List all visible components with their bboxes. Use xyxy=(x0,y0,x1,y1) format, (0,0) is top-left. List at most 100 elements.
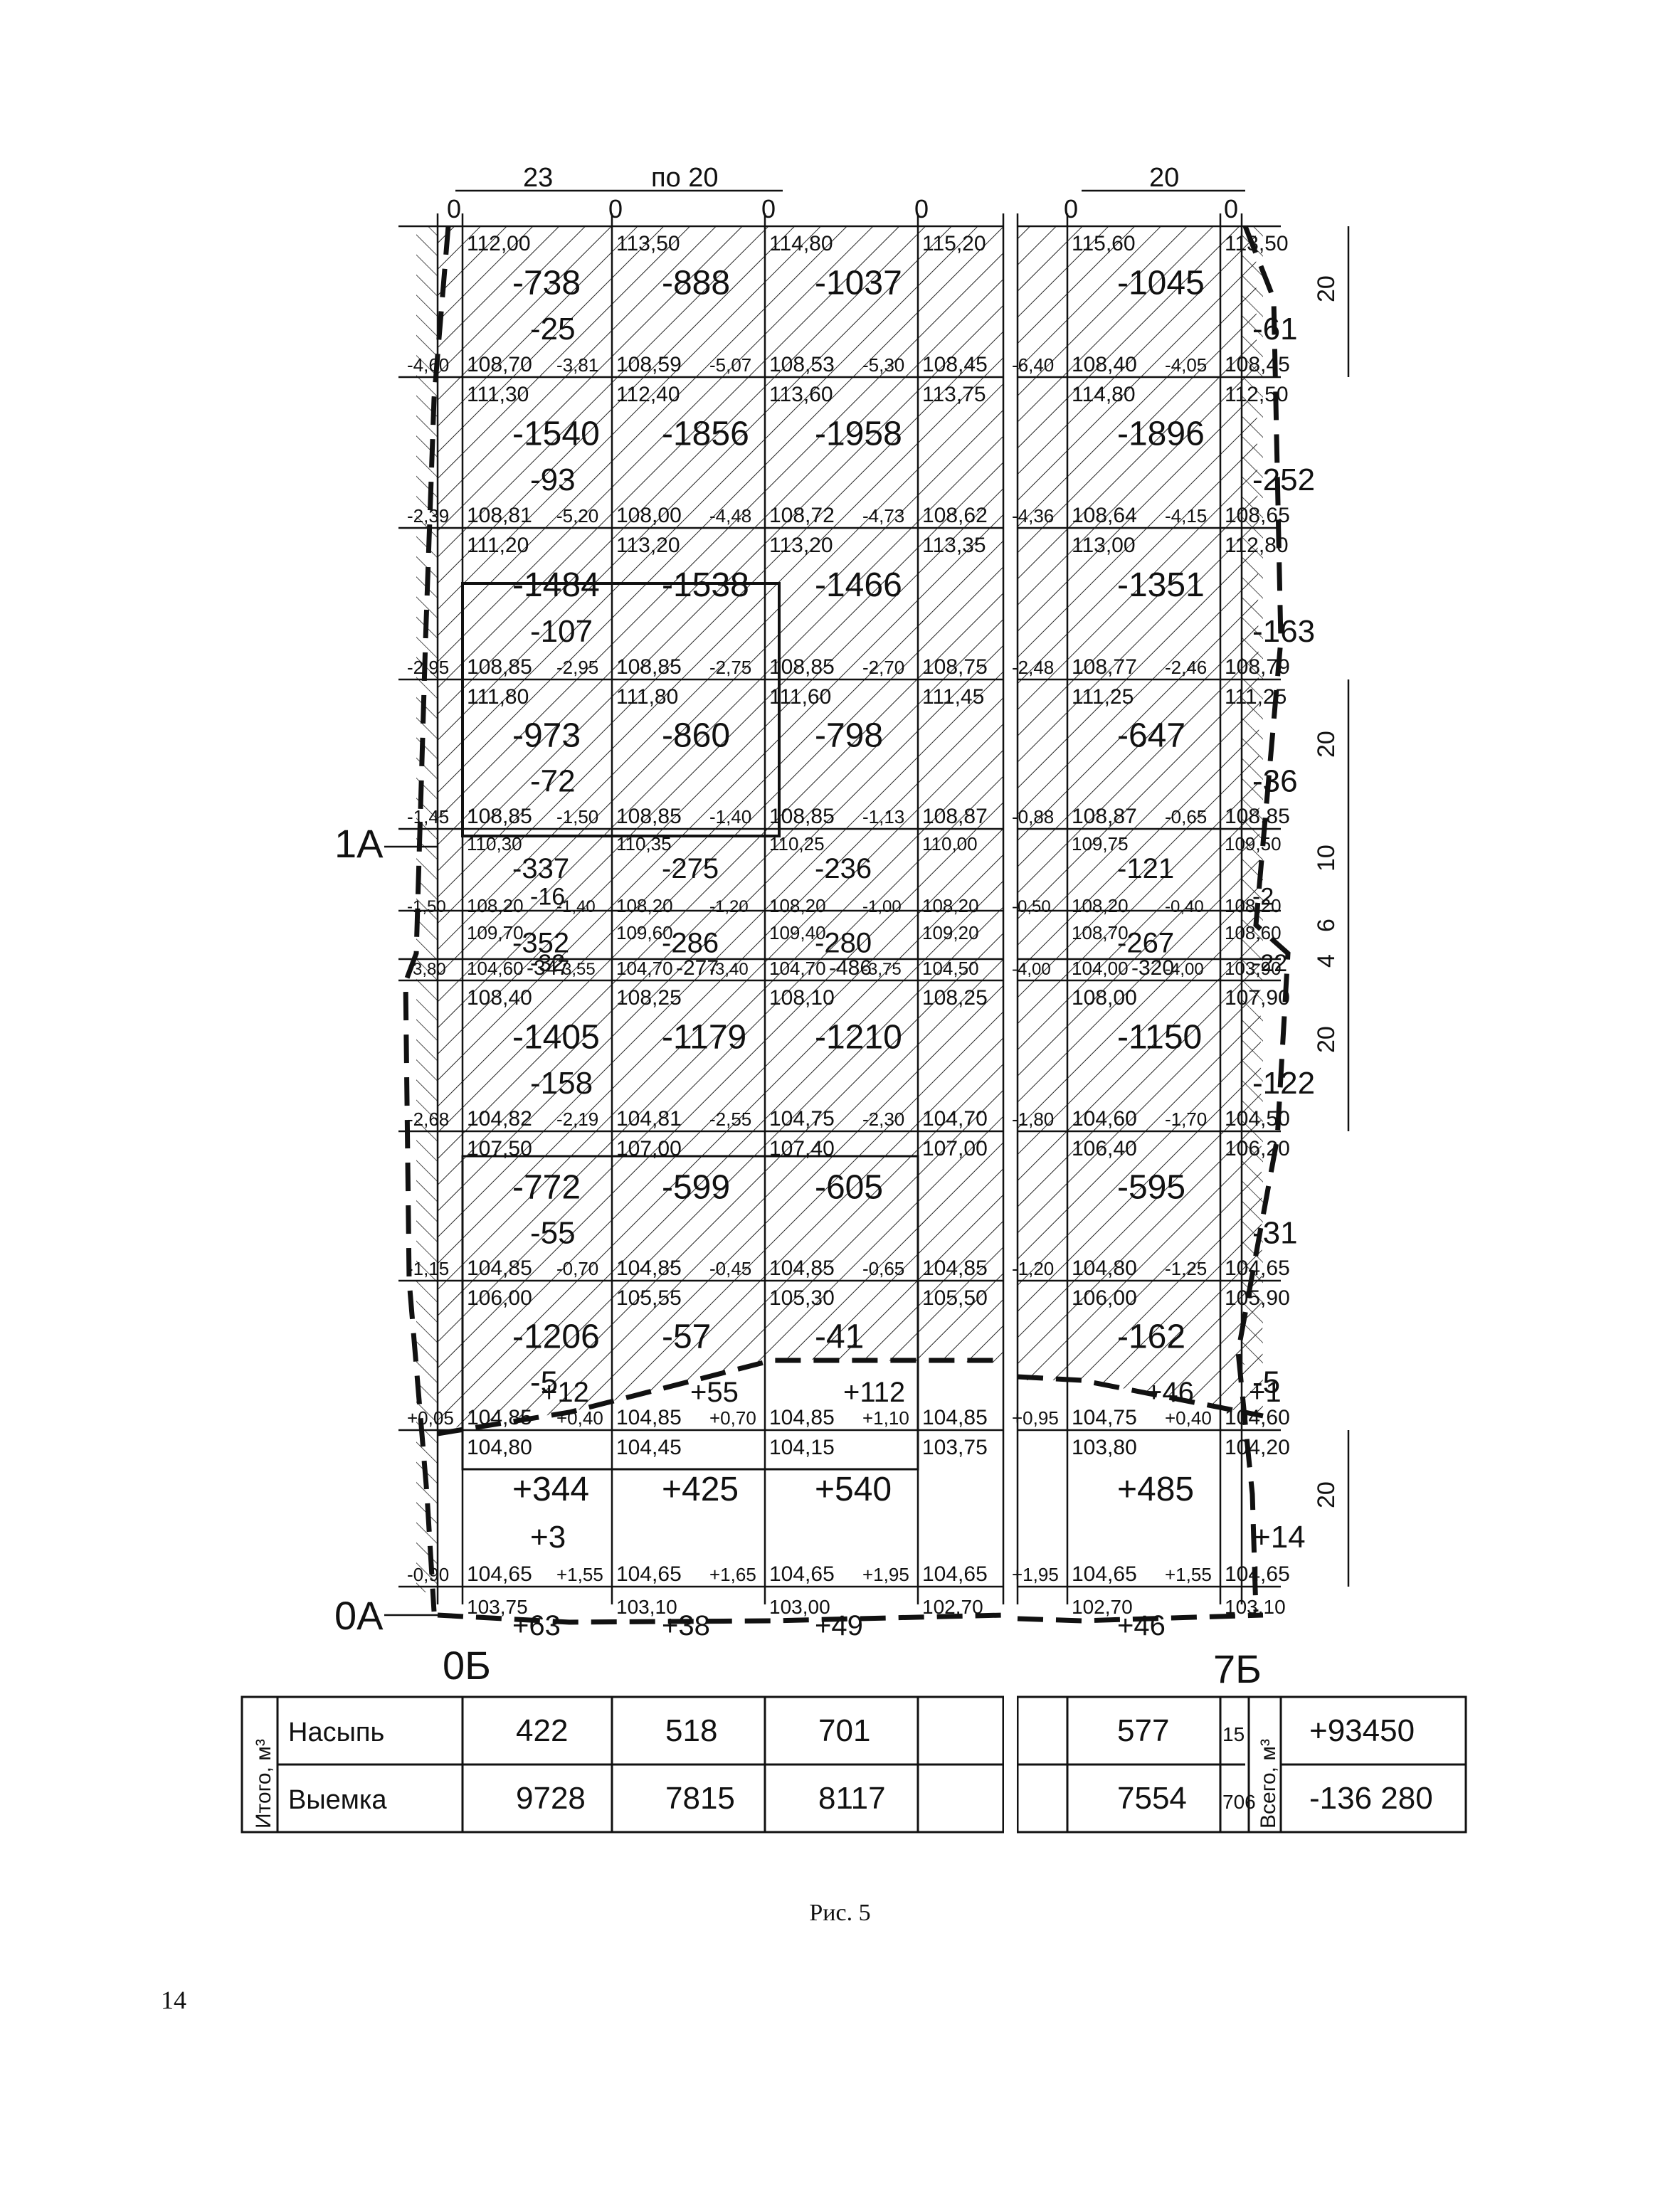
work-mark: -3,55 xyxy=(556,960,596,979)
cell-volume: -738 xyxy=(512,264,581,302)
elevation-bottom: 108,77 xyxy=(1072,655,1137,679)
cell-volume: +485 xyxy=(1117,1471,1194,1508)
work-mark: +0,40 xyxy=(556,1407,603,1429)
fill-volume: +12 xyxy=(541,1377,589,1408)
cell-volume: -162 xyxy=(1117,1318,1185,1356)
elevation-bottom: 108,20 xyxy=(1225,895,1282,916)
elevation-top: 113,60 xyxy=(769,383,833,406)
elevation-bottom: 104,60 xyxy=(467,958,524,979)
mid-volume: -277 xyxy=(676,956,719,980)
elevation-bottom: 104,65 xyxy=(1225,1562,1290,1586)
elevation-top: 108,40 xyxy=(467,986,532,1010)
slope-boundary-right xyxy=(1235,225,1291,1612)
highlight-frame xyxy=(461,582,781,837)
work-mark: -1,25 xyxy=(1165,1258,1207,1279)
elevation-bottom: 108,85 xyxy=(769,805,835,828)
slope-volume: -5 xyxy=(1252,1365,1280,1400)
elevation-bottom: 104,00 xyxy=(1072,958,1129,979)
work-mark: +0,40 xyxy=(1165,1407,1212,1429)
work-mark: -1,13 xyxy=(862,806,904,827)
elevation-top: 109,75 xyxy=(1072,833,1129,855)
cell-volume: -236 xyxy=(815,853,872,884)
work-mark: -1,40 xyxy=(709,806,751,827)
vsego-label: Всего, м³ xyxy=(1257,1739,1280,1829)
work-mark: -6,40 xyxy=(1012,354,1054,376)
table-value: 577 xyxy=(1117,1713,1169,1748)
elevation-bottom: 108,45 xyxy=(1225,353,1290,376)
slope-volume: -252 xyxy=(1252,462,1315,497)
table-value: 518 xyxy=(665,1713,717,1748)
elevation-bottom-row: 103,75 xyxy=(467,1596,528,1618)
elevation-bottom: 108,40 xyxy=(1072,353,1137,376)
slope-volume: -16 xyxy=(530,883,565,910)
work-mark: -4,00 xyxy=(1012,960,1051,979)
cell-volume: +540 xyxy=(815,1471,892,1508)
elevation-bottom: 108,59 xyxy=(616,353,682,376)
elevation-top: 107,00 xyxy=(616,1137,682,1160)
elevation-bottom: 103,90 xyxy=(1225,958,1282,979)
work-mark: -3,81 xyxy=(556,354,598,376)
elevation-bottom-row: 103,10 xyxy=(616,1596,677,1618)
slope-volume: +14 xyxy=(1252,1520,1306,1555)
elevation-bottom-row: 103,10 xyxy=(1225,1596,1286,1618)
work-mark: -1,20 xyxy=(1012,1258,1054,1279)
cell-volume: -1179 xyxy=(662,1018,746,1056)
slope-volume: -55 xyxy=(530,1216,576,1251)
slope-volume: -122 xyxy=(1252,1066,1315,1101)
work-mark: -4,05 xyxy=(1165,354,1207,376)
work-mark: -2,30 xyxy=(862,1109,904,1130)
zero-work-line xyxy=(437,1358,1003,1437)
elevation-bottom: 108,65 xyxy=(1225,504,1290,527)
elevation-top: 109,60 xyxy=(616,922,673,943)
work-mark: -0,45 xyxy=(709,1258,751,1279)
elevation-top: 111,25 xyxy=(1225,685,1287,709)
work-mark: -4,15 xyxy=(1165,505,1207,527)
bottom-volume: +63 xyxy=(512,1610,561,1641)
elevation-bottom: 104,70 xyxy=(769,958,826,979)
elevation-top: 105,30 xyxy=(769,1286,835,1310)
slope-volume: -31 xyxy=(1252,1216,1298,1251)
table-row-label: Насыпь xyxy=(288,1718,384,1747)
elevation-top: 109,40 xyxy=(769,922,826,943)
work-mark: -2,70 xyxy=(862,657,904,678)
elevation-bottom: 108,20 xyxy=(1072,895,1129,916)
elevation-bottom: 108,20 xyxy=(467,895,524,916)
elevation-top: 108,10 xyxy=(769,986,835,1010)
dim-top-right: 20 xyxy=(1149,163,1179,193)
elevation-bottom: 104,85 xyxy=(616,1256,682,1280)
work-mark: -1,15 xyxy=(407,1258,449,1279)
cell-volume: -1210 xyxy=(815,1018,902,1056)
elevation-top: 112,50 xyxy=(1225,383,1289,406)
elevation-bottom: 104,50 xyxy=(922,958,979,979)
slope-volume: -107 xyxy=(530,614,593,649)
cut-zone-right xyxy=(1018,226,1263,1416)
cell-volume: -1037 xyxy=(815,264,902,302)
elevation-bottom: 104,85 xyxy=(922,1406,988,1429)
elevation-top: 111,60 xyxy=(769,685,831,709)
elevation-bottom: 104,60 xyxy=(1225,1406,1290,1429)
elevation-bottom: 104,70 xyxy=(616,958,673,979)
elevation-bottom: 108,85 xyxy=(769,655,835,679)
table-value: 8117 xyxy=(818,1781,886,1816)
dim-zero-2: 0 xyxy=(608,194,623,223)
elevation-bottom: 104,80 xyxy=(1072,1256,1137,1280)
table-value: 7554 xyxy=(1117,1781,1187,1816)
work-mark: -2,19 xyxy=(556,1109,598,1130)
elevation-top: 111,80 xyxy=(616,685,678,709)
elevation-bottom: 104,85 xyxy=(922,1256,988,1280)
table-total: +93450 xyxy=(1309,1713,1415,1748)
work-mark: +1,55 xyxy=(556,1564,603,1585)
elevation-bottom: 108,81 xyxy=(467,504,532,527)
elevation-bottom: 104,82 xyxy=(467,1107,532,1131)
slope-volume: -2 xyxy=(1252,883,1274,910)
cell-volume: -647 xyxy=(1117,717,1185,755)
elevation-top: 110,35 xyxy=(616,833,672,855)
elevation-top: 108,60 xyxy=(1225,922,1282,943)
cell-volume: -1150 xyxy=(1117,1018,1202,1056)
mid-volume: -320 xyxy=(1131,956,1174,980)
work-mark: -0,90 xyxy=(407,1564,449,1585)
table-value: 706 xyxy=(1222,1791,1256,1813)
